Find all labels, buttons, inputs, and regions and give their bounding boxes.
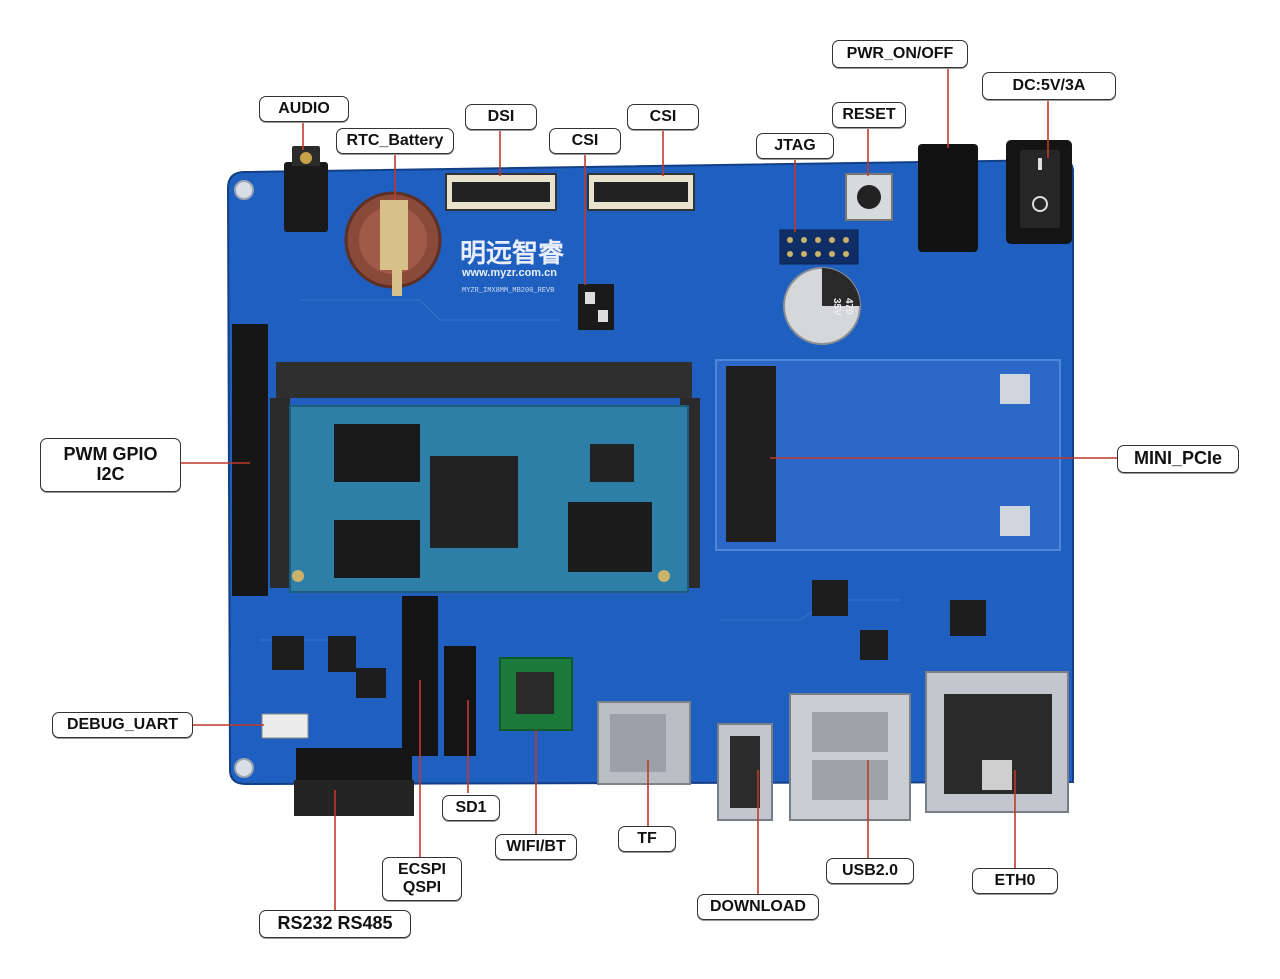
label-audio: AUDIO [259, 96, 349, 122]
power-switch [1006, 140, 1072, 244]
svg-text:470: 470 [843, 298, 854, 315]
label-pwr-on-off: PWR_ON/OFF [832, 40, 968, 68]
rtc-battery-holder [344, 191, 442, 296]
board-logo: 明远智睿 [460, 239, 565, 269]
label-sd1: SD1 [442, 795, 500, 821]
label-dsi: DSI [465, 104, 537, 130]
sd1-header [444, 646, 476, 756]
electrolytic-capacitor: 470 35V [783, 267, 861, 345]
reset-button [845, 173, 893, 221]
label-ecspi-qspi: ECSPI QSPI [382, 857, 462, 901]
label-rs232-rs485: RS232 RS485 [259, 910, 411, 938]
label-wifi-bt: WIFI/BT [495, 834, 577, 860]
gpio-pin-header [232, 324, 268, 596]
callout-lines [181, 68, 1118, 910]
label-download: DOWNLOAD [697, 894, 819, 920]
label-debug-uart: DEBUG_UART [52, 712, 193, 738]
label-tf: TF [618, 826, 676, 852]
label-csi-right: CSI [627, 104, 699, 130]
jtag-header [779, 229, 859, 265]
boot-dip-switch [578, 284, 614, 330]
wifi-bt-module [499, 657, 573, 731]
label-reset: RESET [832, 102, 906, 128]
download-usb-port [717, 723, 773, 821]
label-rtc-battery: RTC_Battery [336, 128, 454, 154]
tf-card-slot [597, 701, 691, 785]
label-jtag: JTAG [756, 133, 834, 159]
ethernet-port [925, 671, 1069, 813]
core-module [289, 405, 689, 593]
label-usb2: USB2.0 [826, 858, 914, 884]
mini-pcie-slot [715, 359, 1061, 551]
debug-uart-connector [261, 713, 309, 739]
rs232-rs485-terminal [294, 748, 414, 816]
label-dc-power: DC:5V/3A [982, 72, 1116, 100]
audio-jack [284, 146, 328, 232]
label-eth0: ETH0 [972, 868, 1058, 894]
board-website: www.myzr.com.cn [461, 267, 557, 279]
label-csi-left: CSI [549, 128, 621, 154]
bottom-left-ics [272, 580, 986, 698]
usb2-stacked-port [789, 693, 911, 821]
svg-text:35V: 35V [831, 298, 842, 316]
label-pwm-gpio-i2c: PWM GPIO I2C [40, 438, 181, 492]
label-mini-pcie: MINI_PCIe [1117, 445, 1239, 473]
board-model: MYZR_IMX8MM_MB200_REVB [462, 287, 554, 295]
dc-power-jack [918, 144, 978, 252]
